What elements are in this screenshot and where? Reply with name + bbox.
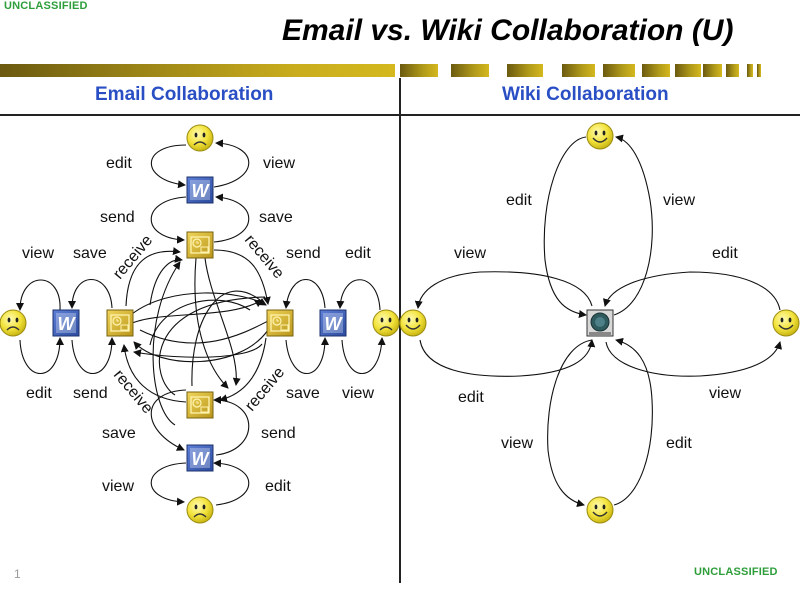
label-edit: edit [712,245,738,262]
label-view: view [501,435,533,452]
edge-edit [213,459,250,506]
label-receive: receive [110,232,156,283]
label-view: view [709,385,741,402]
label-edit: edit [106,155,132,172]
edge-save [150,389,187,451]
accent-bar-segment [451,64,489,77]
edge-edit [613,337,653,506]
accent-bar-segment [400,64,438,77]
slide-title: Email vs. Wiki Collaboration (U) [282,14,734,47]
accent-bar-segment [642,64,670,77]
accent-bar-segment [726,64,739,77]
label-view: view [663,192,695,209]
accent-bar-segment [757,64,761,77]
label-edit: edit [345,245,371,262]
accent-bar-segment [603,64,635,77]
edge-edit [336,279,381,311]
label-edit: edit [458,389,484,406]
label-view: view [22,245,54,262]
word-doc-icon [319,309,347,337]
classification-banner-top: UNCLASSIFIED [4,0,88,12]
edge-send [213,396,250,456]
label-send: send [73,385,108,402]
accent-bar-segment [675,64,701,77]
edge-edit [603,271,781,311]
edge-view [16,279,61,311]
label-send: send [286,245,321,262]
edge-view [150,462,187,506]
accent-bar-segment [747,64,753,77]
edge-edit [150,144,187,189]
label-view: view [342,385,374,402]
edge-edit [419,339,596,377]
label-save: save [286,385,320,402]
outlook-mail-icon [266,309,294,337]
label-receive: receive [242,364,288,415]
label-save: save [73,245,107,262]
edge-send [71,337,116,375]
outlook-mail-icon [106,309,134,337]
label-edit: edit [666,435,692,452]
word-doc-icon [186,176,214,204]
label-edit: edit [506,192,532,209]
edge-view [547,339,593,508]
word-doc-icon [186,444,214,472]
accent-bar-segment [703,64,722,77]
wiki-collaboration-heading: Wiki Collaboration [502,84,669,105]
edge-view [341,337,386,375]
wiki-server-icon [586,309,614,337]
edge-send [150,196,187,244]
label-send: send [100,209,135,226]
edge-save [68,279,113,309]
edge-receive [219,337,267,403]
label-edit: edit [265,478,291,495]
edge-view [414,271,593,309]
edge-edit [19,337,64,375]
happy-user-icon [586,496,614,524]
edge-view [213,139,250,188]
accent-bar-segment [562,64,595,77]
label-view: view [454,245,486,262]
word-doc-icon [52,309,80,337]
outlook-mail-icon [186,231,214,259]
sad-user-icon [186,124,214,152]
sad-user-icon [186,496,214,524]
happy-user-icon [772,309,800,337]
label-receive: receive [241,232,287,283]
edge-edit [543,136,587,318]
email-collaboration-heading: Email Collaboration [95,84,274,105]
edge-save [213,193,250,243]
label-send: send [261,425,296,442]
label-view: view [102,478,134,495]
classification-banner-bottom: UNCLASSIFIED [694,566,778,578]
edge-receive [120,344,187,403]
label-edit: edit [26,385,52,402]
outlook-mail-icon [186,391,214,419]
edge-view [605,341,782,377]
accent-bar-segment [507,64,543,77]
happy-user-icon [586,122,614,150]
sad-user-icon [372,309,400,337]
label-save: save [102,425,136,442]
happy-user-icon [399,309,427,337]
label-view: view [263,155,295,172]
sad-user-icon [0,309,27,337]
page-number: 1 [14,567,21,581]
edge-send [282,279,326,309]
edge-save [285,337,329,375]
edge-receive [213,249,271,305]
edge-view [613,134,653,316]
label-save: save [259,209,293,226]
column-divider [399,78,401,583]
edge-receive [125,247,181,307]
accent-bar [0,64,395,77]
